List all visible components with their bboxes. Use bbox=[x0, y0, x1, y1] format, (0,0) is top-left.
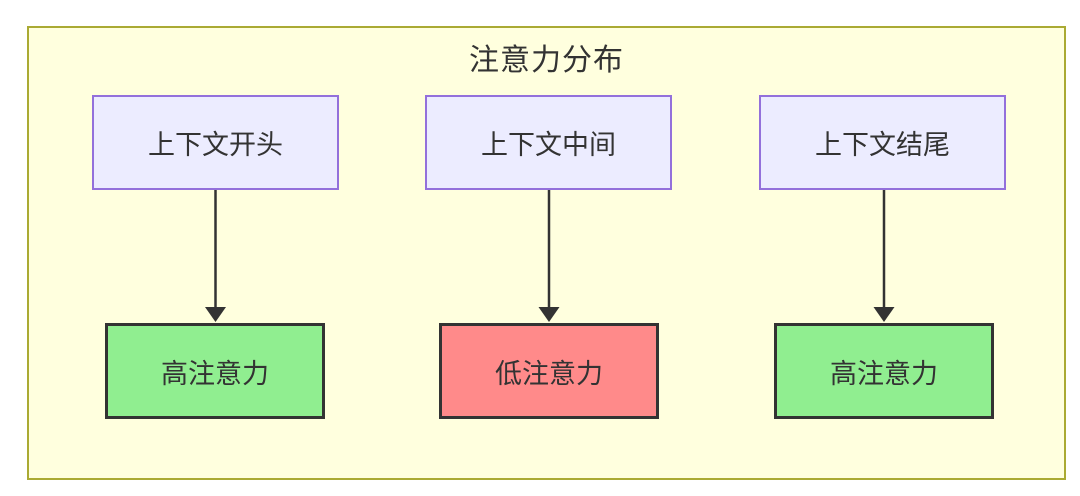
node-high-attention-end: 高注意力 bbox=[774, 323, 994, 419]
node-high-attention-start: 高注意力 bbox=[105, 323, 325, 419]
flowchart-canvas: 注意力分布 上下文开头 上下文中间 上下文结尾 高注意力 低注意力 高注意力 bbox=[27, 26, 1066, 480]
arrow-context-start-to-high-attention bbox=[205, 190, 226, 322]
arrow-context-end-to-high-attention bbox=[873, 190, 895, 322]
arrow-context-middle-to-low-attention bbox=[538, 190, 560, 322]
node-context-middle: 上下文中间 bbox=[425, 95, 672, 190]
node-context-end: 上下文结尾 bbox=[759, 95, 1006, 190]
node-low-attention-middle: 低注意力 bbox=[439, 323, 659, 419]
node-context-start: 上下文开头 bbox=[92, 95, 339, 190]
diagram-title: 注意力分布 bbox=[469, 44, 624, 77]
